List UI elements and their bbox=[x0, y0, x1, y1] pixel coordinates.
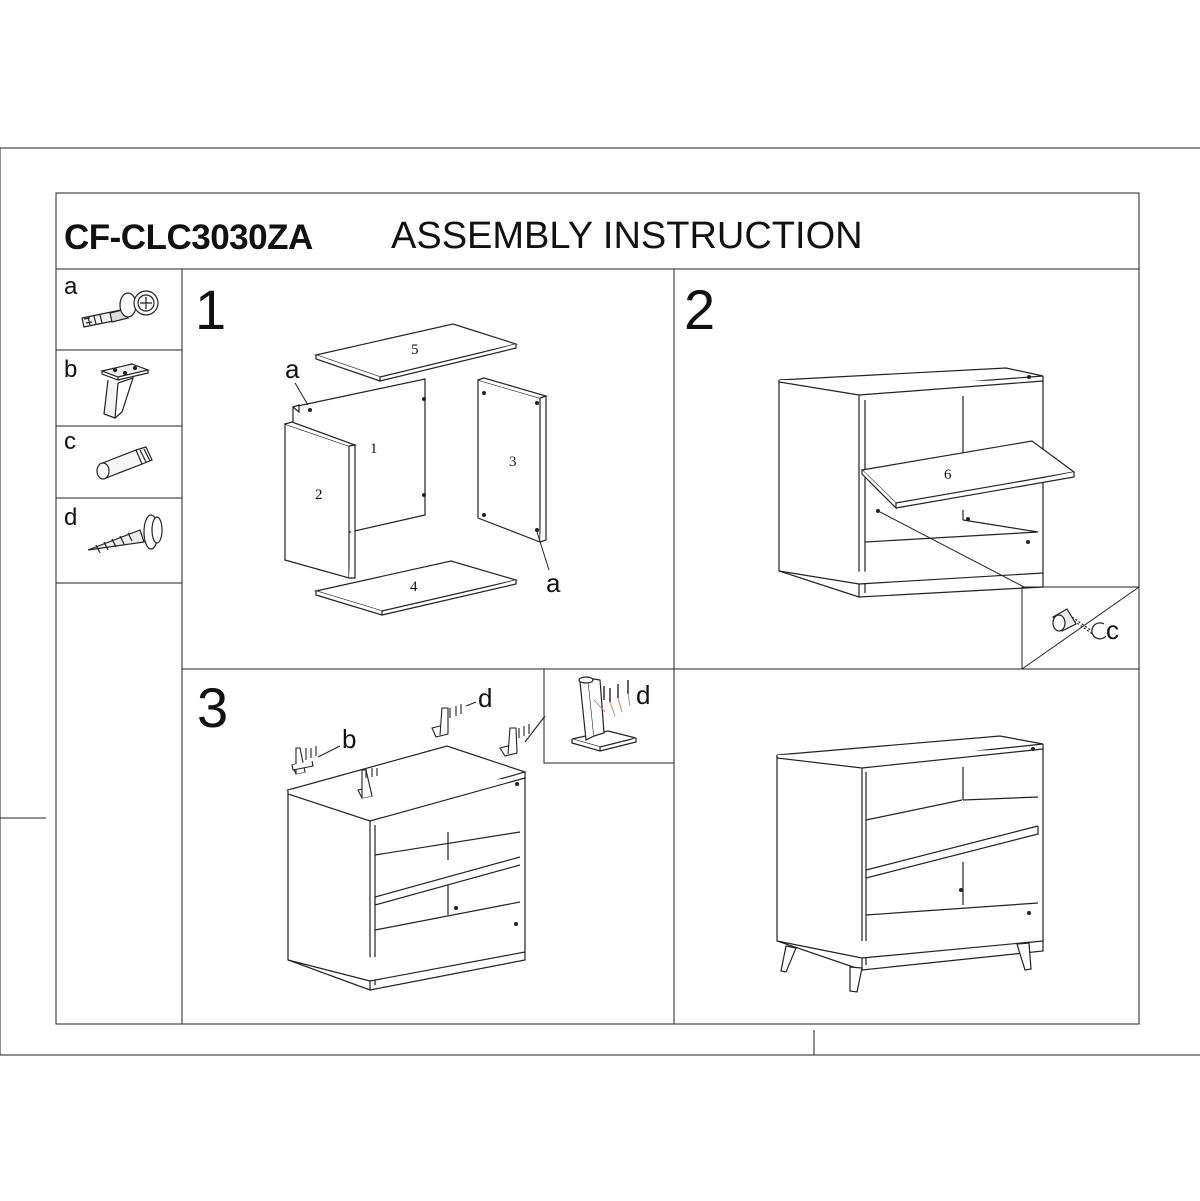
step3-drawing bbox=[285, 745, 528, 991]
tapered-leg-icon bbox=[99, 363, 151, 419]
panel-label-1: 1 bbox=[370, 441, 378, 457]
step-number-1: 1 bbox=[195, 278, 227, 341]
callout-a-bottom: a bbox=[546, 568, 561, 598]
page-title: ASSEMBLY INSTRUCTION bbox=[391, 215, 863, 257]
hardware-label-b: b bbox=[64, 356, 78, 383]
callout-d-detail: d bbox=[636, 680, 651, 710]
step-number-2: 2 bbox=[684, 278, 716, 341]
leg-icon bbox=[291, 707, 518, 799]
panel-label-4: 4 bbox=[410, 579, 418, 595]
hardware-label-c: c bbox=[64, 428, 76, 455]
detail-shelf-pin-icon bbox=[1052, 608, 1107, 640]
callout-d-main: d bbox=[478, 683, 493, 713]
panel-label-3: 3 bbox=[509, 454, 517, 470]
step1-drawing bbox=[284, 323, 549, 616]
cam-lock-bolt-icon bbox=[81, 290, 159, 328]
step-number-3: 3 bbox=[197, 676, 229, 739]
model-number: CF-CLC3030ZA bbox=[64, 218, 313, 257]
hardware-label-d: d bbox=[64, 504, 78, 531]
leg-detail-icon bbox=[571, 676, 637, 752]
screw-icon bbox=[87, 514, 163, 554]
panel-label-5: 5 bbox=[411, 342, 419, 358]
callout-c: c bbox=[1106, 615, 1119, 645]
panel-label-2: 2 bbox=[315, 487, 323, 503]
sheet-border bbox=[0, 147, 1200, 1056]
main-frame bbox=[55, 192, 1140, 1025]
shelf-pin-icon bbox=[96, 446, 153, 480]
step2-drawing bbox=[778, 367, 1076, 598]
final-leg bbox=[780, 945, 797, 973]
callout-b: b bbox=[342, 724, 357, 754]
final-cabinet-drawing bbox=[776, 735, 1044, 993]
hardware-label-a: a bbox=[64, 273, 78, 300]
panel-label-6: 6 bbox=[944, 467, 952, 483]
callout-a-top: a bbox=[285, 354, 300, 384]
